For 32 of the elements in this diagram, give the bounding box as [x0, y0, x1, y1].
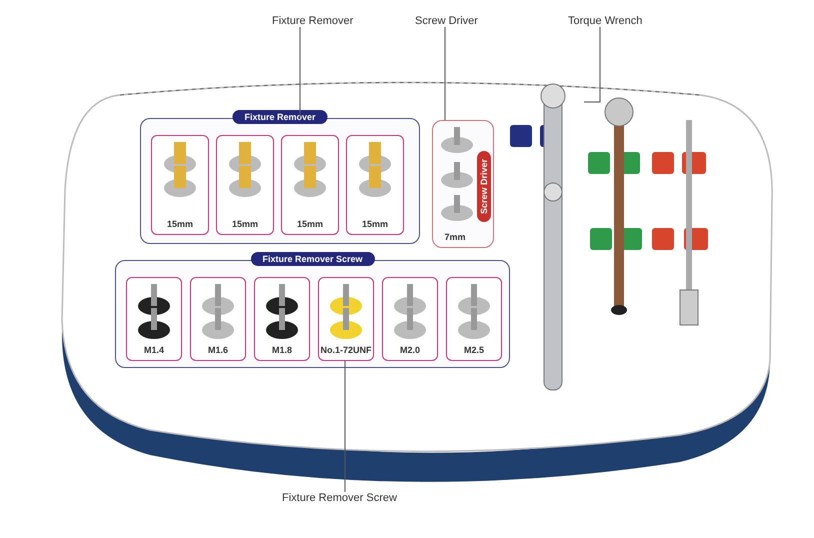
size-label: 15mm	[360, 219, 389, 229]
size-label: M1.8	[270, 345, 293, 355]
tool-slot	[346, 135, 404, 235]
size-label: M2.5	[462, 345, 485, 355]
callout-label: Screw Driver	[415, 15, 478, 27]
tool-slot	[151, 135, 209, 235]
size-label: No.1-72UNF	[319, 345, 372, 355]
callout-label: Fixture Remover Screw	[282, 492, 397, 504]
tool-slot	[126, 277, 182, 361]
callout-label: Torque Wrench	[568, 15, 642, 27]
tool-slot	[254, 277, 310, 361]
tool-slot	[382, 277, 438, 361]
tray-section	[432, 120, 494, 248]
size-label: M1.4	[142, 345, 165, 355]
section-title: Screw Driver	[477, 151, 491, 222]
tool-slot	[190, 277, 246, 361]
size-label: 15mm	[230, 219, 259, 229]
section-title: Fixture Remover Screw	[250, 252, 375, 266]
tool-slot	[318, 277, 374, 361]
tool-slot	[281, 135, 339, 235]
size-label: M2.0	[398, 345, 421, 355]
size-label: M1.6	[206, 345, 229, 355]
leader-line	[444, 26, 446, 120]
section-title: Fixture Remover	[232, 110, 328, 124]
size-label: 15mm	[296, 219, 324, 229]
size-label: 15mm	[166, 219, 194, 229]
size-label: 7mm	[443, 232, 466, 242]
leader-line	[584, 26, 600, 102]
leader-line	[344, 360, 346, 492]
tool-slot	[216, 135, 274, 235]
tool-slot	[446, 277, 502, 361]
callout-label: Fixture Remover	[272, 15, 354, 27]
